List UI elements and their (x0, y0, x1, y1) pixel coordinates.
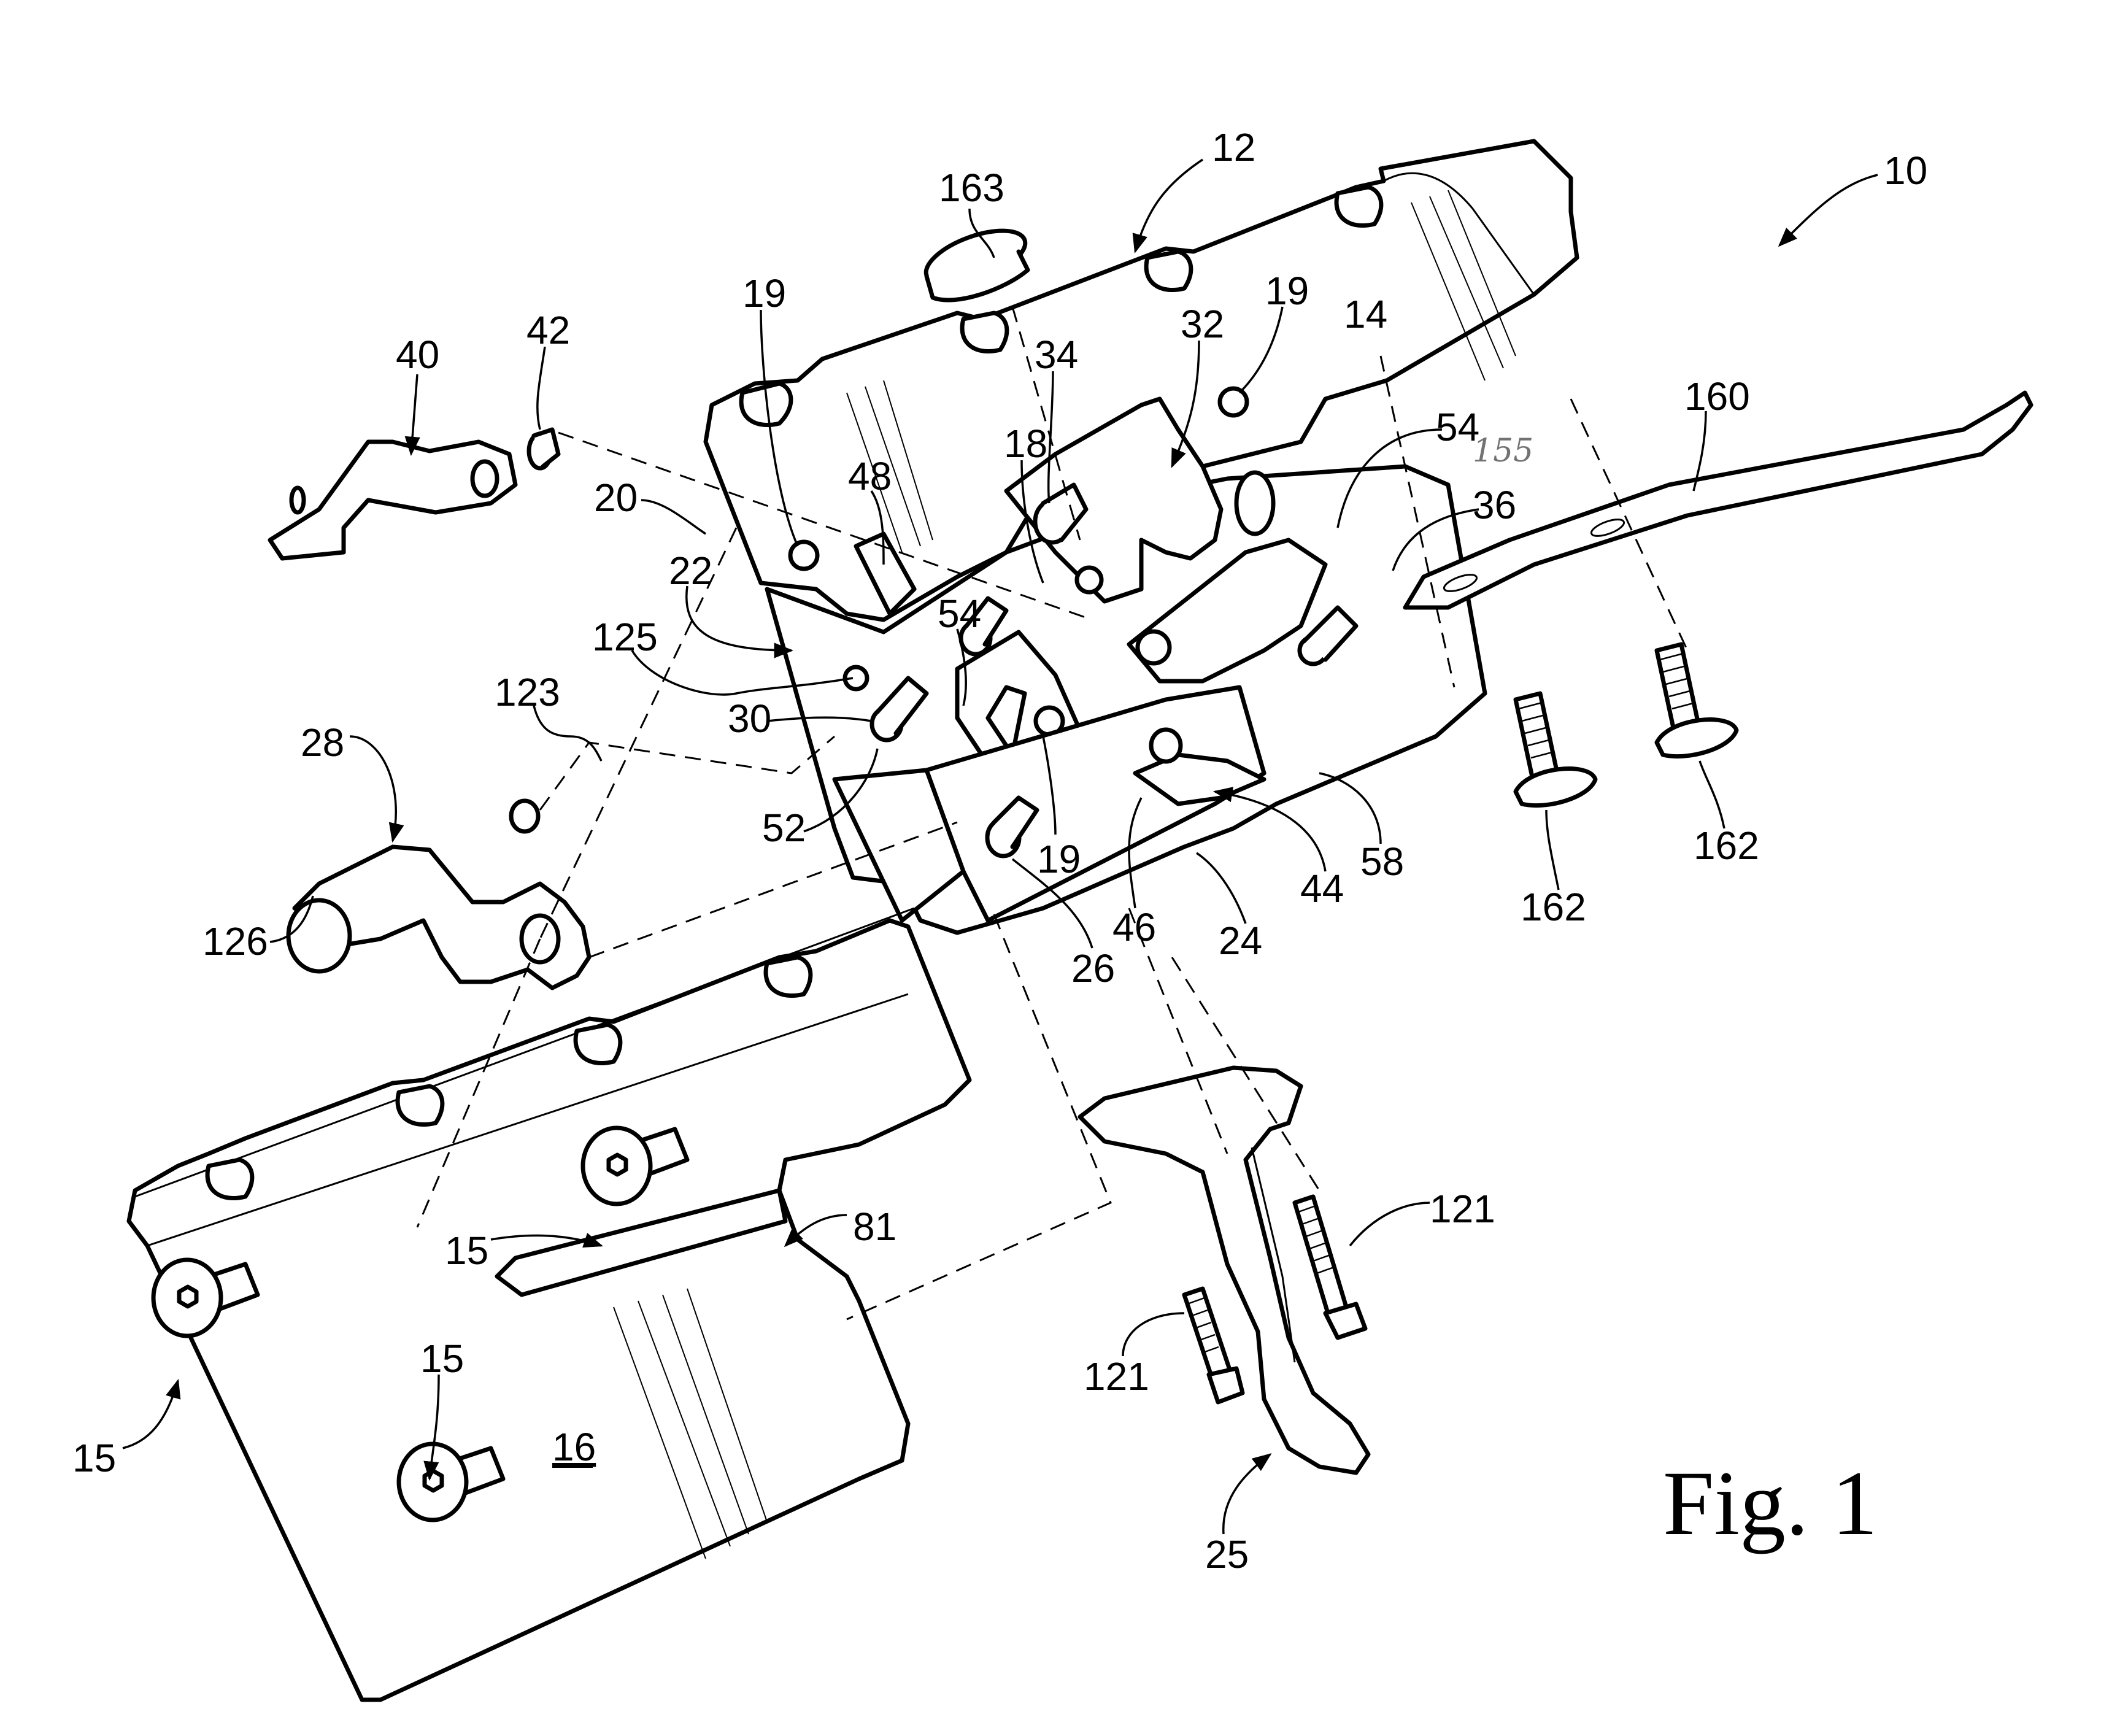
label-15-lower: 15 (420, 1337, 464, 1381)
trigger-mechanism (765, 396, 1487, 935)
label-81: 81 (853, 1205, 896, 1249)
label-42: 42 (526, 308, 570, 352)
label-32: 32 (1181, 302, 1224, 346)
label-34: 34 (1035, 333, 1078, 377)
label-46: 46 (1112, 905, 1156, 949)
screws-162 (1513, 642, 1739, 808)
label-26: 26 (1071, 946, 1115, 990)
label-36: 36 (1473, 483, 1516, 527)
part-40 (268, 427, 561, 561)
trigger-25 (1077, 1065, 1371, 1475)
assembly-lines (416, 306, 1689, 1321)
label-22: 22 (669, 549, 712, 593)
label-15-upper: 15 (445, 1229, 488, 1273)
label-160: 160 (1684, 374, 1750, 419)
label-18: 18 (1004, 422, 1047, 466)
screw-15-a (151, 1257, 260, 1338)
screw-15-b (580, 1125, 690, 1206)
label-14: 14 (1344, 292, 1387, 336)
label-19-lower: 19 (1037, 837, 1081, 881)
leader-lines (122, 158, 1878, 1535)
label-28: 28 (301, 720, 344, 765)
label-123: 123 (495, 670, 560, 714)
label-162-right: 162 (1694, 824, 1759, 868)
label-44: 44 (1300, 866, 1344, 911)
label-121-left: 121 (1084, 1354, 1149, 1398)
figure-caption: Fig. 1 (1663, 1452, 1878, 1554)
screws-121 (1182, 1194, 1368, 1405)
label-48: 48 (848, 454, 892, 498)
plug-163 (923, 228, 1030, 303)
label-16: 16 (552, 1425, 596, 1469)
label-24: 24 (1219, 919, 1262, 963)
label-25: 25 (1205, 1532, 1249, 1576)
part-28 (286, 798, 592, 990)
label-162-left: 162 (1521, 885, 1586, 929)
label-121-right: 121 (1430, 1187, 1495, 1231)
label-163: 163 (939, 166, 1004, 210)
label-58: 58 (1360, 839, 1404, 884)
label-19-upper-left: 19 (742, 271, 786, 315)
screw-15-c (396, 1441, 506, 1522)
label-125: 125 (592, 615, 658, 659)
left-housing (126, 907, 972, 1702)
label-15-lower-left: 15 (72, 1436, 116, 1480)
reference-numerals: 10 12 163 40 42 19 34 32 19 14 54 155 16… (72, 125, 1927, 1576)
spring-160 (1403, 390, 2034, 610)
label-126: 126 (202, 919, 268, 963)
label-19-upper-right: 19 (1265, 269, 1309, 313)
label-54-mid: 54 (938, 592, 981, 636)
label-54-right: 54 (1436, 405, 1479, 449)
handwritten-note: 155 (1473, 433, 1533, 469)
label-10: 10 (1884, 149, 1927, 193)
label-20: 20 (594, 476, 638, 520)
label-12: 12 (1212, 125, 1255, 169)
label-52: 52 (762, 806, 806, 850)
label-40: 40 (396, 333, 439, 377)
label-30: 30 (728, 696, 771, 741)
